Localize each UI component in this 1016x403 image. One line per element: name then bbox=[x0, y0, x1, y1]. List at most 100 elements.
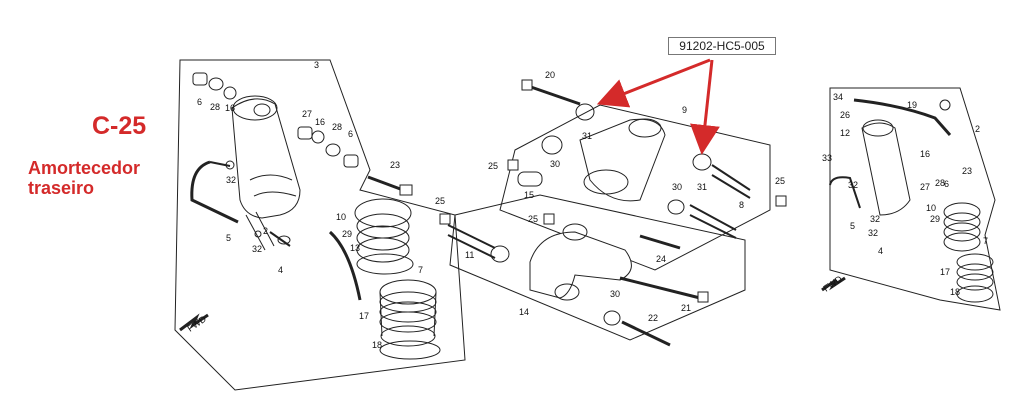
label: 5 bbox=[226, 233, 231, 243]
label: 25 bbox=[488, 161, 498, 171]
collar-11 bbox=[447, 224, 496, 249]
label: 31 bbox=[582, 131, 592, 141]
label: 17 bbox=[359, 311, 369, 321]
label: 17 bbox=[940, 267, 950, 277]
bushing-27 bbox=[297, 126, 313, 140]
shock-body-right bbox=[861, 122, 911, 216]
fwd-label-right: FWD bbox=[821, 273, 844, 293]
label: 29 bbox=[342, 229, 352, 239]
label: 5 bbox=[850, 221, 855, 231]
label: 19 bbox=[907, 100, 917, 110]
label: 12 bbox=[840, 128, 850, 138]
label: 2 bbox=[263, 226, 268, 236]
right-group-outline bbox=[829, 87, 1001, 311]
label: 16 bbox=[920, 149, 930, 159]
label: 32 bbox=[868, 228, 878, 238]
label: 24 bbox=[656, 254, 666, 264]
right-group bbox=[821, 87, 1001, 311]
label: 6 bbox=[348, 129, 353, 139]
label: 4 bbox=[878, 246, 883, 256]
callout-arrows bbox=[596, 58, 720, 155]
label: 18 bbox=[372, 340, 382, 350]
label: 6 bbox=[944, 179, 949, 189]
ring-16 bbox=[223, 86, 237, 100]
label: 7 bbox=[983, 236, 988, 246]
label: 14 bbox=[519, 307, 529, 317]
reservoir-hose bbox=[190, 160, 239, 224]
adjuster-cable bbox=[328, 230, 362, 301]
label: 3 bbox=[314, 60, 319, 70]
label: 6 bbox=[197, 97, 202, 107]
label: 15 bbox=[524, 190, 534, 200]
spring-seat bbox=[356, 253, 414, 275]
shock-link bbox=[529, 231, 632, 299]
washer-28 bbox=[208, 77, 224, 91]
left-group bbox=[174, 59, 466, 391]
fwd-arrow-right bbox=[821, 276, 846, 292]
label: 25 bbox=[435, 196, 445, 206]
label: 30 bbox=[550, 159, 560, 169]
label: 30 bbox=[610, 289, 620, 299]
label: 10 bbox=[926, 203, 936, 213]
label: 11 bbox=[465, 250, 474, 260]
band-18 bbox=[379, 340, 441, 360]
diagram-code: C-25 bbox=[92, 112, 147, 140]
label: 33 bbox=[822, 153, 832, 163]
shock-top bbox=[232, 95, 278, 121]
label: 30 bbox=[672, 182, 682, 192]
label: 4 bbox=[278, 265, 283, 275]
label: 27 bbox=[920, 182, 930, 192]
label: 18 bbox=[950, 287, 960, 297]
label: 9 bbox=[682, 105, 687, 115]
label: 23 bbox=[390, 160, 400, 170]
label: 22 bbox=[648, 313, 658, 323]
label: 31 bbox=[697, 182, 707, 192]
bolt-24 bbox=[639, 234, 681, 250]
bushing-6 bbox=[192, 72, 208, 86]
collar-8 bbox=[711, 164, 751, 191]
bolt-23 bbox=[367, 175, 404, 192]
label: 26 bbox=[840, 110, 850, 120]
label: 32 bbox=[252, 244, 262, 254]
bearing-31-right bbox=[692, 153, 712, 171]
bolt-20 bbox=[527, 84, 581, 106]
label: 16 bbox=[225, 103, 235, 113]
arrow-to-bearing-top bbox=[596, 58, 711, 108]
label: 13 bbox=[350, 243, 360, 253]
bearing-31-top bbox=[575, 103, 595, 121]
label: 32 bbox=[226, 175, 236, 185]
label: 29 bbox=[930, 214, 940, 224]
label: 28 bbox=[935, 178, 945, 188]
part-labels: 3 6 28 16 27 16 28 6 32 5 2 32 4 23 10 2… bbox=[185, 60, 988, 350]
label: 27 bbox=[302, 109, 312, 119]
label: 25 bbox=[528, 214, 538, 224]
shock-body bbox=[231, 98, 301, 219]
diagram-description: Amortecedor traseiro bbox=[28, 158, 141, 198]
arrow-to-bearing-right bbox=[690, 59, 720, 155]
label: 20 bbox=[545, 70, 555, 80]
label: 10 bbox=[336, 212, 346, 222]
label: 32 bbox=[848, 180, 858, 190]
spring-top bbox=[354, 198, 412, 228]
label: 21 bbox=[681, 303, 691, 313]
bolt-21 bbox=[619, 276, 701, 300]
center-outline-lower bbox=[449, 194, 746, 341]
label: 28 bbox=[210, 102, 220, 112]
label: 25 bbox=[775, 176, 785, 186]
bolt-22 bbox=[621, 320, 671, 347]
center-group bbox=[439, 79, 787, 347]
label: 8 bbox=[739, 200, 744, 210]
label: 28 bbox=[332, 122, 342, 132]
fwd-arrow-left bbox=[179, 313, 209, 332]
label: 16 bbox=[315, 117, 325, 127]
label: 23 bbox=[962, 166, 972, 176]
label: 7 bbox=[418, 265, 423, 275]
part-number-label: 91202-HC5-005 bbox=[668, 37, 776, 55]
hose-19 bbox=[853, 98, 952, 136]
collar bbox=[689, 204, 737, 231]
cushion-arm bbox=[579, 118, 666, 202]
label: 2 bbox=[975, 124, 980, 134]
label: 34 bbox=[833, 92, 843, 102]
